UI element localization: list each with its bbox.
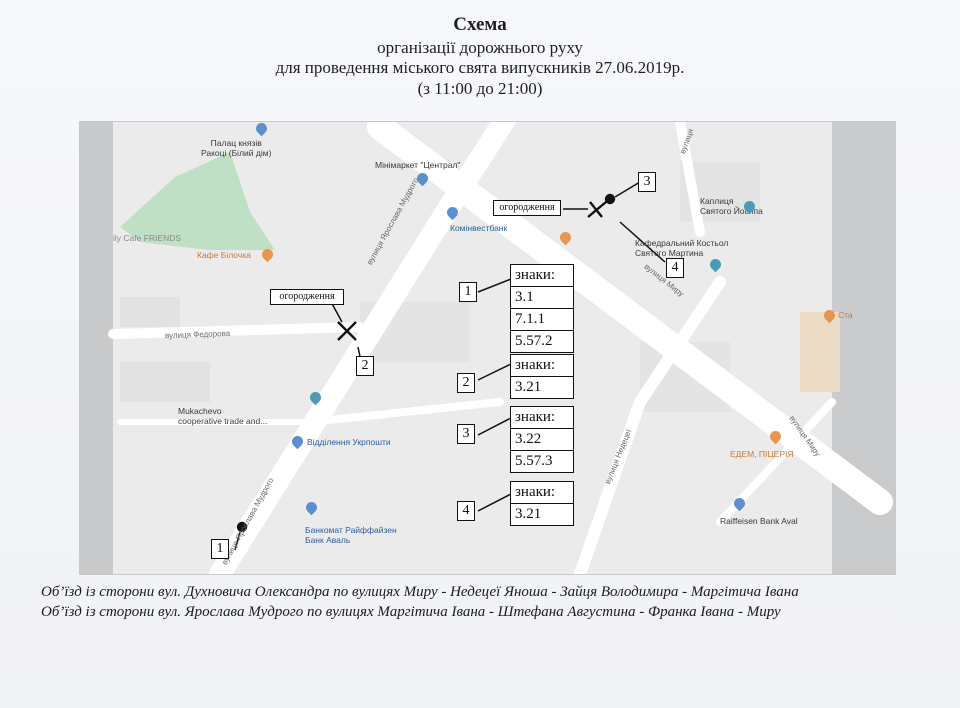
poi-mukachevo-coop: Mukachevo cooperative trade and... [178, 406, 268, 426]
poi-cathedral: Кафедральний Костьол Святого Мартина [635, 238, 729, 258]
marker-number-2: 2 [356, 356, 374, 376]
legend-sign: 3.21 [515, 506, 542, 522]
poi-cafe-friends: ily Cafe FRIENDS [113, 233, 182, 243]
legend-number-2: 2 [457, 373, 475, 393]
doc-subtitle-2: для проведення міського свята випускникі… [275, 58, 685, 77]
marker-number-1: 1 [211, 539, 229, 559]
legend-signs-4: знаки: 3.21 [510, 481, 574, 526]
doc-title: Схема [453, 14, 507, 35]
legend-sign: 3.22 [511, 429, 573, 451]
marker-number-3: 3 [638, 172, 656, 192]
poi-palace: Палац князів Ракоці (Білий дім) [201, 138, 272, 158]
fence-label-right: огородження [493, 200, 561, 216]
poi-ukrposhta: Відділення Укрпошти [307, 437, 391, 447]
fence-label-left: огородження [270, 289, 344, 305]
doc-subtitle-3: (з 11:00 до 21:00) [417, 79, 543, 98]
legend-sign: 7.1.1 [511, 309, 573, 331]
legend-sign: 5.57.2 [515, 333, 553, 349]
legend-sign: 3.21 [515, 379, 542, 395]
poi-edem: ЕДЕМ, ПІЦЕРІЯ [730, 449, 794, 459]
poi-raiffeisen-atm: Банкомат Райффайзен Банк Аваль [305, 525, 397, 545]
legend-header: знаки: [511, 407, 573, 429]
legend-signs-2: знаки: 3.21 [510, 354, 574, 399]
legend-header: знаки: [511, 482, 573, 504]
legend-sign: 5.57.3 [515, 453, 553, 469]
poi-right-edge: Ста [838, 310, 853, 320]
marker-number-4: 4 [666, 258, 684, 278]
detour-line-2: Об’їзд із сторони вул. Ярослава Мудрого … [41, 604, 781, 620]
legend-number-4: 4 [457, 501, 475, 521]
legend-number-1: 1 [459, 282, 477, 302]
legend-header: знаки: [511, 355, 573, 377]
legend-sign: 3.1 [511, 287, 573, 309]
map-base-graphic [80, 122, 895, 574]
doc-subtitle-1: організації дорожнього руху [377, 38, 583, 57]
legend-signs-1: знаки: 3.1 7.1.1 5.57.2 [510, 264, 574, 353]
poi-raiffeisen-bank: Raiffeisen Bank Aval [720, 516, 798, 526]
poi-kominvest: Комінвестбанк [450, 223, 508, 233]
street-map: вулиця Ярослава Мудрого вулиця Ярослава … [79, 121, 896, 575]
poi-kafe-bilochka: Кафе Білочка [197, 250, 251, 260]
poi-minimarket: Мінімаркет "Централ" [375, 160, 461, 170]
legend-number-3: 3 [457, 424, 475, 444]
detour-line-1: Об’їзд із сторони вул. Духновича Олексан… [41, 584, 799, 600]
legend-signs-3: знаки: 3.22 5.57.3 [510, 406, 574, 473]
legend-header: знаки: [511, 265, 573, 287]
